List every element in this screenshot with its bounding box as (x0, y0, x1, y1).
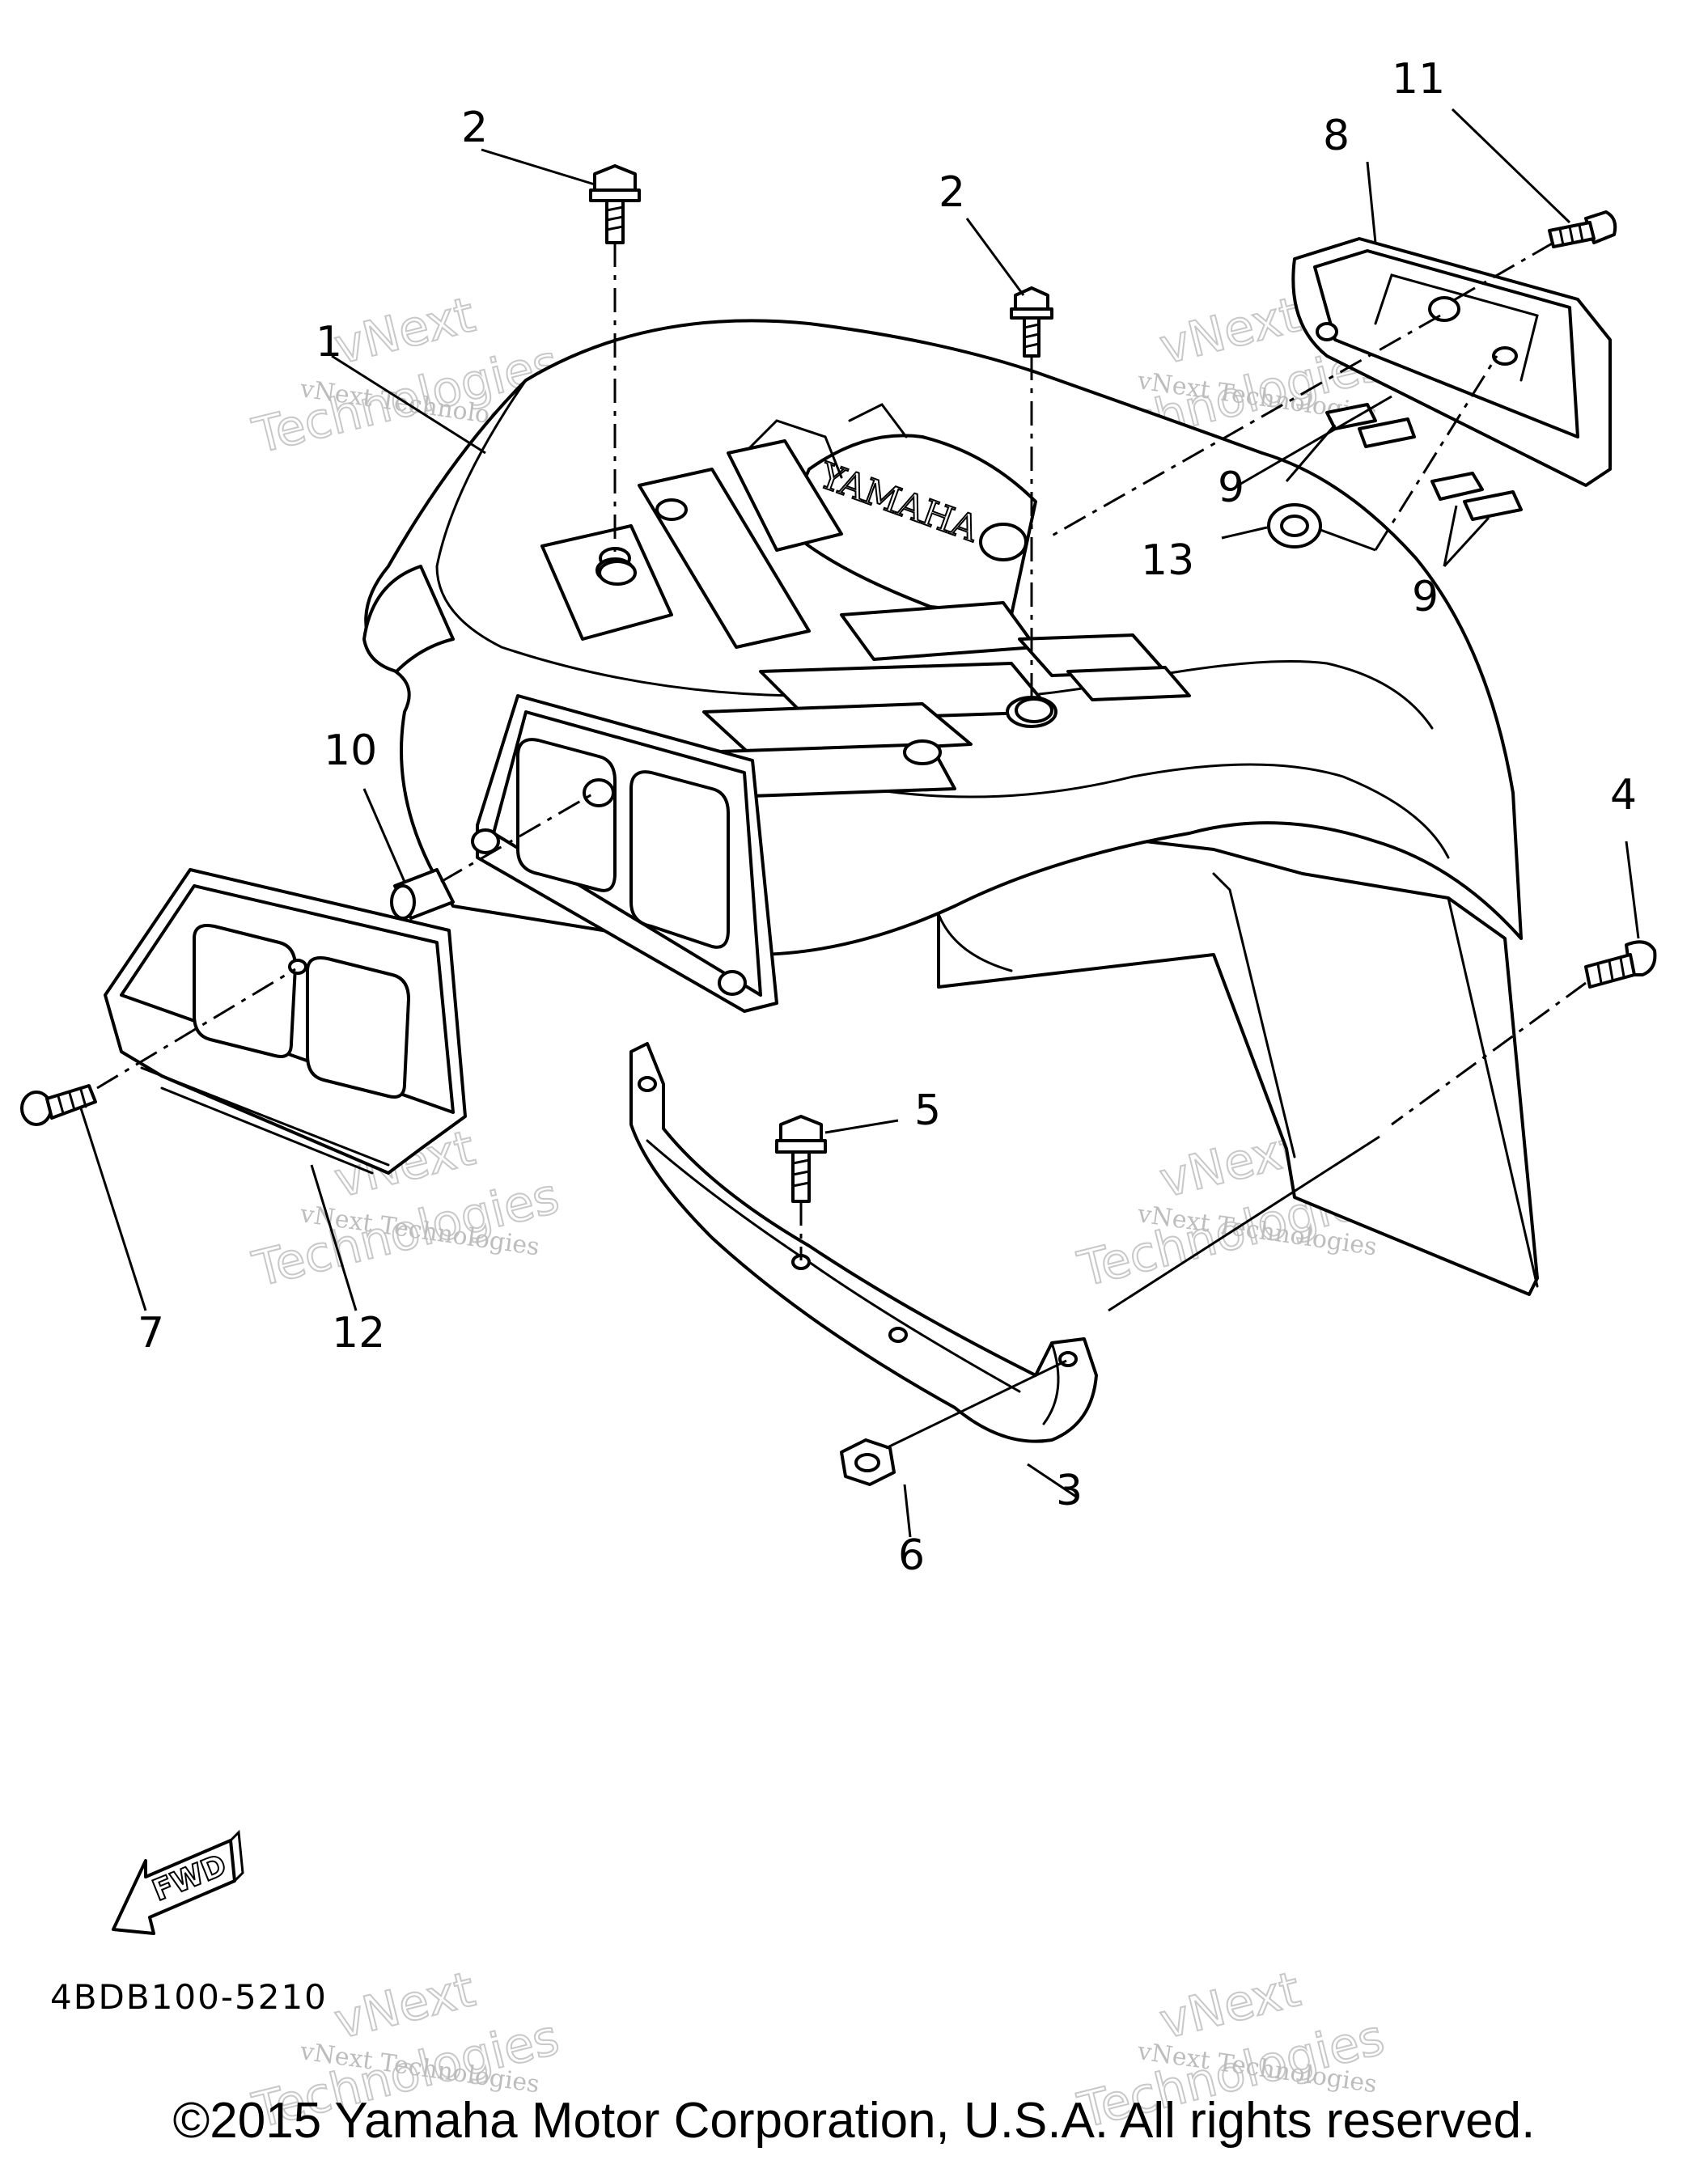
callout-1: 1 (316, 318, 342, 366)
screw-4 (1584, 940, 1657, 989)
bracket-3 (629, 1042, 1098, 1443)
spacer-10 (390, 868, 455, 920)
headlight-trim-12 (104, 868, 467, 1175)
screw-7 (20, 1084, 97, 1126)
callout-2-left: 2 (461, 104, 488, 152)
callout-7: 7 (138, 1309, 164, 1357)
copyright-notice: ©2015 Yamaha Motor Corporation, U.S.A. A… (172, 2093, 1536, 2149)
callout-10: 10 (324, 726, 377, 775)
pads-9-upper (1325, 403, 1416, 448)
callout-13: 13 (1141, 536, 1194, 585)
front-fender-body: YAMAHA (362, 319, 1539, 1296)
callout-9-upper: 9 (1218, 464, 1244, 512)
screw-11 (1548, 210, 1617, 248)
fwd-arrow-icon: FWD (112, 1829, 244, 1935)
cover-8 (1291, 237, 1612, 487)
nut-6 (840, 1438, 896, 1486)
callout-6: 6 (898, 1531, 925, 1580)
leader-lines (79, 108, 1640, 1538)
callout-5: 5 (914, 1086, 941, 1135)
callout-4: 4 (1610, 771, 1637, 820)
bolt-2-right (1010, 286, 1053, 358)
callout-12: 12 (332, 1309, 385, 1357)
callout-2-right: 2 (939, 168, 965, 217)
diagram-code: 4BDB100-5210 (50, 1977, 328, 2017)
callout-11: 11 (1392, 55, 1445, 104)
bolt-2-left (589, 164, 641, 244)
bolt-5 (775, 1115, 827, 1203)
pads-9-lower (1430, 472, 1523, 521)
callout-9-lower: 9 (1412, 573, 1439, 621)
grommet-13 (1267, 503, 1322, 548)
callout-3: 3 (1056, 1467, 1083, 1515)
callout-8: 8 (1323, 112, 1350, 160)
